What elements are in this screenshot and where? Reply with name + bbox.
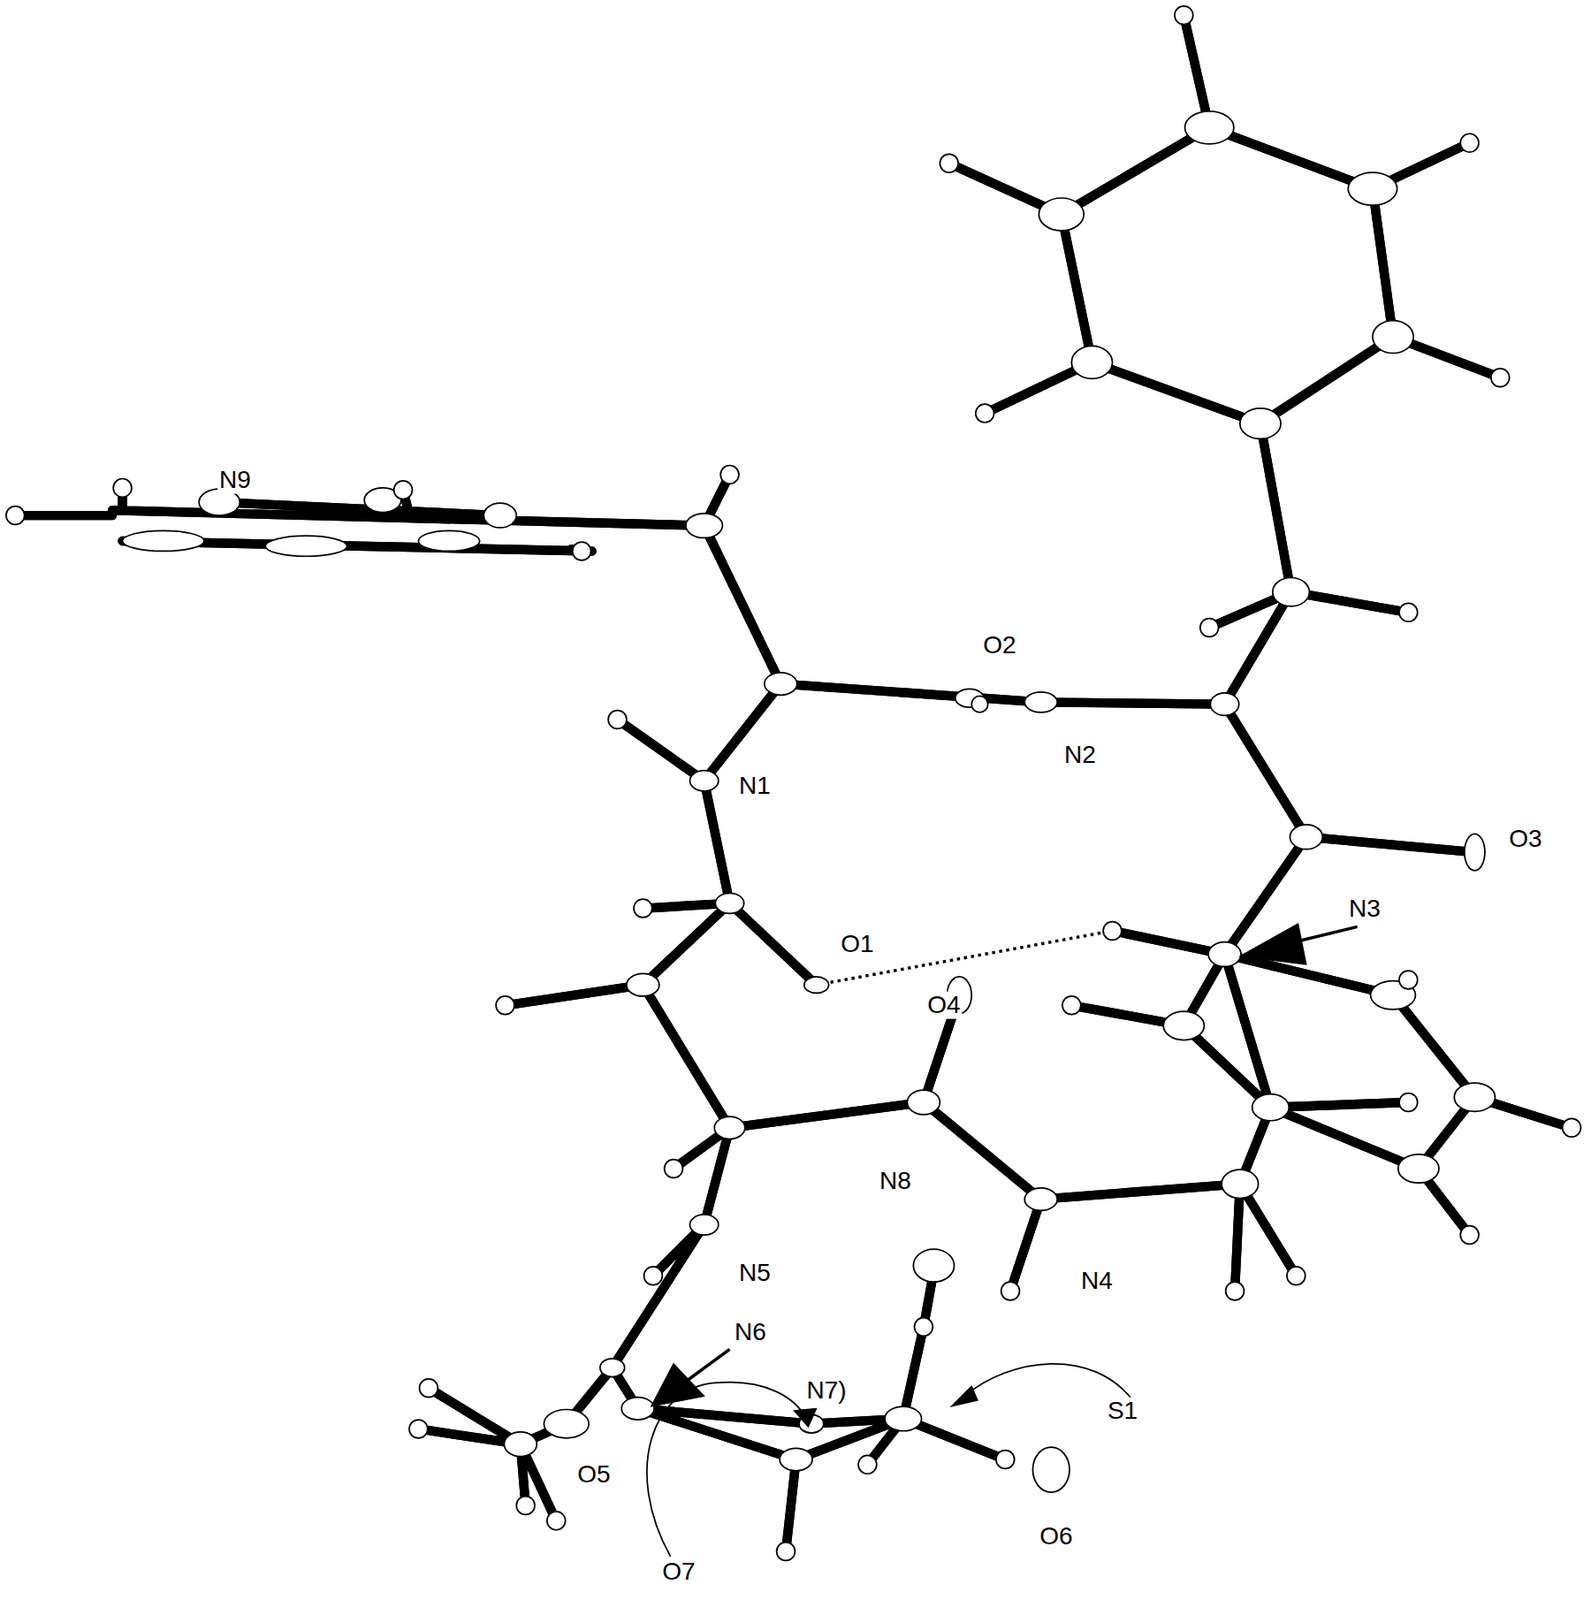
atom-label: O5: [575, 1461, 612, 1489]
atom-label: N9: [217, 466, 253, 495]
atom-label: N3: [1347, 895, 1383, 923]
atom-label: N1: [737, 772, 773, 800]
atom-label: O3: [1507, 825, 1544, 853]
atom-label: N8: [877, 1167, 914, 1196]
hydrogen-bond: [816, 930, 1113, 985]
hydrogen-atoms: [6, 6, 1582, 1561]
atom-label: O2: [981, 631, 1018, 660]
heavy-atoms: [122, 111, 1496, 1493]
pointer-arrows: [647, 923, 1358, 1557]
atom-label: N5: [737, 1259, 773, 1287]
atom-label: N7): [804, 1377, 848, 1405]
atom-label: O7: [660, 1558, 697, 1586]
atom-label: O4: [925, 991, 962, 1020]
atom-label: S1: [1105, 1397, 1140, 1425]
atom-label: N6: [732, 1318, 769, 1347]
atom-label: N4: [1079, 1267, 1115, 1295]
bonds: [15, 15, 1572, 1552]
atom-label: O6: [1037, 1522, 1074, 1551]
atom-label: O1: [838, 930, 876, 959]
atom-label: N2: [1062, 741, 1098, 769]
